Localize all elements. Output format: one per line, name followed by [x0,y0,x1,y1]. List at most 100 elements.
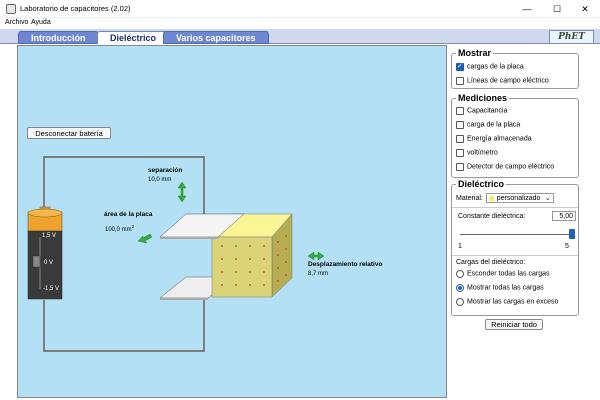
dielectrico-title: Dieléctrico [456,179,507,189]
tab-bar: Introducción Dieléctrico Varios capacito… [0,29,600,44]
dielectrico-group: Dieléctrico Material: personalizado ⌄ Co… [451,179,579,316]
dielectric-charge-dot [221,284,223,286]
option-hide-charges[interactable]: Esconder todas las cargas [456,270,550,280]
mediciones-capacitance[interactable]: Capacitancia [456,107,507,117]
phet-logo: PhET [549,30,594,44]
dielectric-block[interactable] [211,213,293,298]
mediciones-voltmeter-label: voltímetro [467,149,498,157]
option-hide-charges-label: Esconder todas las cargas [467,270,550,278]
dielectric-charge-dot [277,254,279,256]
checkbox-icon[interactable] [456,77,464,85]
dielectric-charge-dot [277,241,279,243]
mediciones-group: Mediciones Capacitancia carga de la plac… [451,93,579,178]
checkbox-icon[interactable] [456,149,464,157]
menu-archivo[interactable]: Archivo [5,19,29,26]
constant-label: Constante dieléctrica: [458,213,526,220]
radio-icon[interactable] [456,284,464,292]
area-value-exponent: 2 [132,224,135,229]
app-icon [6,4,16,14]
mostrar-title: Mostrar [456,48,494,58]
divider [452,255,578,256]
mediciones-title: Mediciones [456,93,510,103]
mostrar-group: Mostrar cargas de la placa Líneas de cam… [451,48,579,89]
material-row: Material: personalizado ⌄ [456,193,554,203]
option-show-all-charges[interactable]: Mostrar todas las cargas [456,284,544,294]
battery-label-mid: 0 V [44,260,53,266]
material-value: personalizado [496,195,541,202]
battery-cap [27,208,63,218]
mediciones-voltmeter[interactable]: voltímetro [456,149,498,159]
separation-value: 10,0 mm [148,177,171,183]
mediciones-field-detector[interactable]: Detector de campo eléctrico [456,163,554,173]
battery[interactable]: 1,5 V 0 V -1,5 V [27,206,63,300]
close-button[interactable]: ✕ [581,4,589,14]
checkbox-icon[interactable] [456,121,464,129]
dielectric-charges [221,235,287,286]
mediciones-plate-charge-label: carga de la placa [467,121,521,129]
dielectric-charge-dot [285,261,287,263]
tab-varios-capacitores[interactable]: Varios capacitores [163,31,269,44]
dielectric-charge-dot [263,284,265,286]
constant-input[interactable] [552,211,576,221]
bottom-plate-edge [160,298,208,300]
dielectric-charge-dot [221,258,223,260]
mediciones-stored-energy-label: Energía almacenada [467,135,532,143]
offset-value: 8,7 mm [308,271,328,277]
dielectric-charge-dot [249,284,251,286]
checkbox-icon[interactable] [456,107,464,115]
menu-bar: Archivo Ayuda [0,18,600,29]
dielectric-charge-dot [249,258,251,260]
mediciones-field-detector-label: Detector de campo eléctrico [467,163,555,171]
dielectric-charge-dot [221,271,223,273]
dielectric-charge-dot [285,274,287,276]
area-label: área de la placa [104,211,153,218]
bottom-wire [43,291,205,352]
checkbox-icon[interactable] [456,163,464,171]
dielectric-charge-dot [263,271,265,273]
slider-max-label: 5 [565,243,569,250]
dielectric-charge-dot [249,271,251,273]
mediciones-plate-charge[interactable]: carga de la placa [456,121,520,131]
mediciones-stored-energy[interactable]: Energía almacenada [456,135,532,145]
top-plate-edge [160,237,218,239]
mostrar-plate-charges-label: cargas de la placa [467,63,524,71]
minimize-button[interactable]: — [522,4,532,14]
checkbox-icon[interactable] [456,135,464,143]
mostrar-field-lines-label: Líneas de campo eléctrico [467,77,549,85]
dielectric-charge-dot [235,284,237,286]
radio-icon[interactable] [456,298,464,306]
mostrar-plate-charges[interactable]: cargas de la placa [456,62,524,73]
reset-all-button[interactable]: Reiniciar todo [485,319,543,330]
disconnect-battery-button[interactable]: Desconectar batería [27,127,111,139]
option-show-excess-charges[interactable]: Mostrar las cargas en exceso [456,298,558,308]
menu-ayuda[interactable]: Ayuda [31,19,51,26]
material-color-swatch [488,196,494,201]
separation-arrow-icon[interactable] [177,181,187,203]
charges-label: Cargas del dieléctrico: [456,259,526,266]
battery-label-top: 1,5 V [42,233,56,239]
battery-label-bottom: -1,5 V [43,286,59,292]
dielectric-charge-dot [249,245,251,247]
slider-track[interactable] [460,234,572,235]
chevron-down-icon: ⌄ [544,195,551,202]
checkbox-icon[interactable] [456,62,464,71]
mostrar-field-lines[interactable]: Líneas de campo eléctrico [456,77,549,87]
offset-arrow-icon[interactable] [307,251,325,261]
area-value-number: 100,0 mm [105,227,132,233]
material-dropdown[interactable]: personalizado ⌄ [485,193,554,203]
title-bar: Laboratorio de capacitores (2.02) — ☐ ✕ [0,0,600,18]
dielectric-charge-dot [285,235,287,237]
slider-min-label: 1 [458,243,462,250]
top-wire [43,156,205,219]
maximize-button[interactable]: ☐ [552,4,562,14]
material-label: Material: [456,194,483,202]
area-arrow-icon[interactable] [137,233,153,244]
dielectric-charge-dot [277,280,279,282]
dielectric-charge-dot [235,271,237,273]
radio-icon[interactable] [456,270,464,278]
slider-thumb[interactable] [569,229,575,239]
dielectric-charge-dot [235,258,237,260]
battery-slider[interactable] [32,255,41,268]
dielectric-charge-dot [221,245,223,247]
